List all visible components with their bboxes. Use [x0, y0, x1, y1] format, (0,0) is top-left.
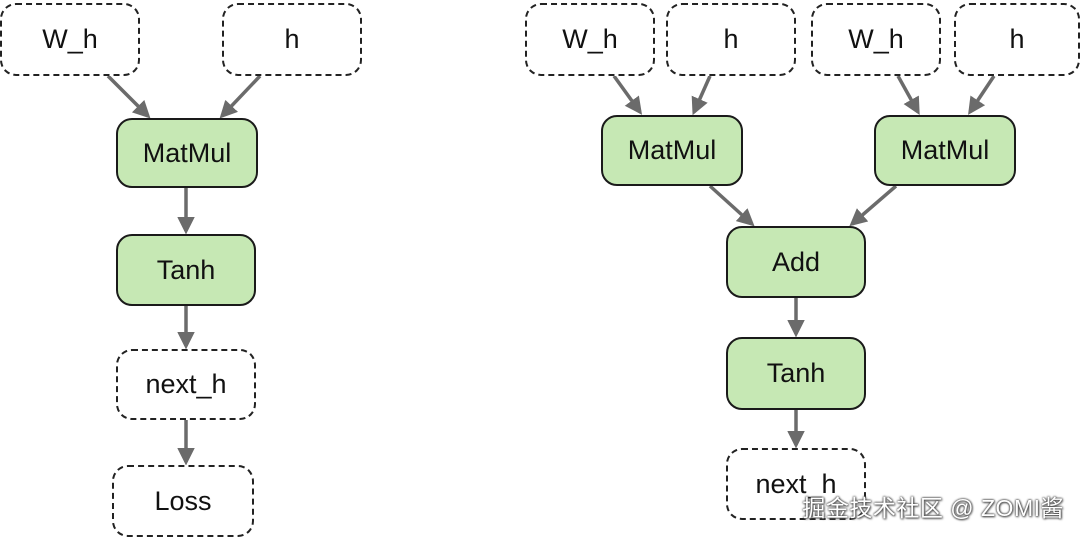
- right-input-w-h-1: W_h: [525, 3, 655, 76]
- left-input-w-h: W_h: [0, 3, 140, 76]
- edge-wh1-to-matmul1: [612, 74, 643, 115]
- edge-h-to-matmul: [219, 74, 262, 119]
- edge-matmul2-to-add: [849, 184, 898, 227]
- left-input-h: h: [222, 3, 362, 76]
- left-output-next-h: next_h: [116, 349, 256, 420]
- edge-h2-to-matmul2: [968, 75, 996, 115]
- right-matmul-node-2: MatMul: [874, 115, 1016, 186]
- right-output-next-h: next_h: [726, 448, 866, 520]
- watermark: 掘金技术社区 @ ZOMI酱: [802, 495, 1064, 521]
- right-input-w-h-2: W_h: [811, 3, 941, 76]
- edge-wh2-to-matmul2: [896, 75, 920, 116]
- left-tanh-node: Tanh: [116, 234, 256, 306]
- right-add-node: Add: [726, 226, 866, 298]
- edge-h1-to-matmul1: [691, 75, 712, 116]
- edge-wh-to-matmul: [106, 74, 151, 119]
- left-matmul-node: MatMul: [116, 118, 258, 188]
- right-tanh-node: Tanh: [726, 337, 866, 410]
- right-matmul-node-1: MatMul: [601, 115, 743, 186]
- edge-matmul1-to-add: [708, 184, 755, 227]
- left-output-loss: Loss: [112, 465, 254, 537]
- right-input-h-1: h: [666, 3, 796, 76]
- right-input-h-2: h: [954, 3, 1080, 76]
